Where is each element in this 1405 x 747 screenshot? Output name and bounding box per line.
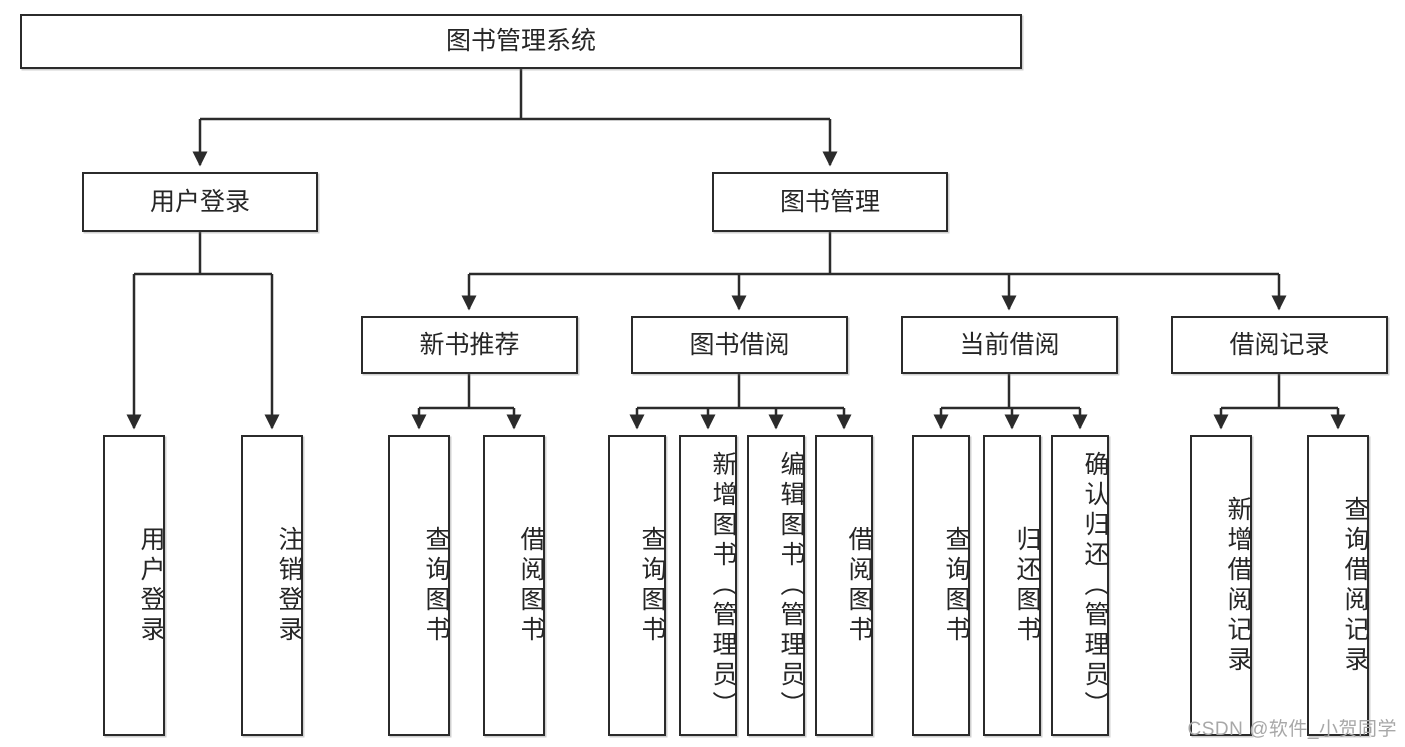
- node-leaf-return-book[interactable]: 归还图书: [983, 435, 1041, 736]
- node-leaf-borrow-book-1-label: 借阅图书: [517, 525, 545, 646]
- node-root-label: 图书管理系统: [445, 27, 596, 56]
- node-borrow-record-label: 借阅记录: [1229, 330, 1330, 359]
- csdn-watermark: CSDN @软件_小贺同学: [1187, 719, 1397, 740]
- node-leaf-borrow-book-1[interactable]: 借阅图书: [483, 435, 545, 736]
- node-leaf-borrow-book-2-label: 借阅图书: [845, 525, 873, 646]
- node-leaf-borrow-book-2[interactable]: 借阅图书: [815, 435, 873, 736]
- node-leaf-query-book-2-label: 查询图书: [638, 525, 666, 646]
- node-leaf-add-record-label: 新增借阅记录: [1224, 495, 1252, 676]
- node-leaf-add-book-label: 新增图书（管理员）: [709, 450, 737, 721]
- node-book-manage[interactable]: 图书管理: [712, 172, 948, 232]
- node-leaf-confirm-return-label: 确认归还（管理员）: [1081, 450, 1109, 721]
- node-leaf-query-record[interactable]: 查询借阅记录: [1307, 435, 1369, 736]
- node-leaf-add-book[interactable]: 新增图书（管理员）: [679, 435, 737, 736]
- node-leaf-user-login-label: 用户登录: [137, 525, 165, 646]
- node-leaf-user-login[interactable]: 用户登录: [103, 435, 165, 736]
- node-root[interactable]: 图书管理系统: [20, 14, 1022, 69]
- node-leaf-query-record-label: 查询借阅记录: [1341, 495, 1369, 676]
- node-book-borrow[interactable]: 图书借阅: [631, 316, 848, 374]
- node-leaf-edit-book[interactable]: 编辑图书（管理员）: [747, 435, 805, 736]
- node-current-borrow-label: 当前借阅: [959, 330, 1060, 359]
- node-leaf-query-book-3[interactable]: 查询图书: [912, 435, 970, 736]
- node-new-book-recommend-label: 新书推荐: [419, 330, 520, 359]
- node-book-manage-label: 图书管理: [779, 187, 880, 216]
- node-leaf-logout[interactable]: 注销登录: [241, 435, 303, 736]
- node-leaf-add-record[interactable]: 新增借阅记录: [1190, 435, 1252, 736]
- node-borrow-record[interactable]: 借阅记录: [1171, 316, 1388, 374]
- node-user-login-label: 用户登录: [149, 187, 250, 216]
- node-leaf-edit-book-label: 编辑图书（管理员）: [777, 450, 805, 721]
- node-book-borrow-label: 图书借阅: [689, 330, 790, 359]
- node-leaf-query-book-2[interactable]: 查询图书: [608, 435, 666, 736]
- node-user-login[interactable]: 用户登录: [82, 172, 318, 232]
- node-leaf-logout-label: 注销登录: [275, 525, 303, 646]
- node-leaf-query-book-1[interactable]: 查询图书: [388, 435, 450, 736]
- node-leaf-query-book-1-label: 查询图书: [422, 525, 450, 646]
- node-leaf-confirm-return[interactable]: 确认归还（管理员）: [1051, 435, 1109, 736]
- node-new-book-recommend[interactable]: 新书推荐: [361, 316, 578, 374]
- node-leaf-return-book-label: 归还图书: [1013, 525, 1041, 646]
- node-current-borrow[interactable]: 当前借阅: [901, 316, 1118, 374]
- node-leaf-query-book-3-label: 查询图书: [942, 525, 970, 646]
